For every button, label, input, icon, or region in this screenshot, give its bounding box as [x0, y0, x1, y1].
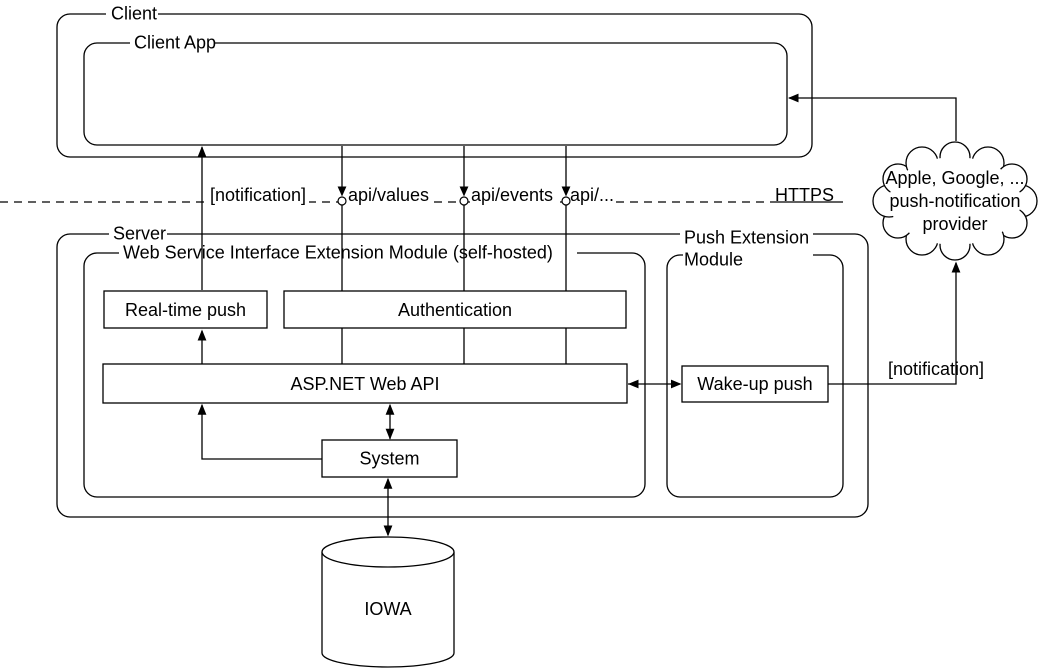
push-extension-label-gap-1	[680, 228, 813, 245]
containers	[56, 13, 869, 518]
push-provider-cloud	[872, 141, 1038, 261]
push-notification-label: [notification]	[888, 359, 984, 379]
client-label: Client	[111, 4, 157, 24]
arrow-up-asp-bottom	[385, 403, 395, 415]
arrow-up-asp-from-system	[197, 403, 207, 415]
arrow-down-api-more	[561, 186, 571, 197]
wire-system-to-asp-elbow	[201, 405, 322, 460]
iowa-database-cylinder	[321, 536, 455, 668]
client-label-gap	[106, 7, 158, 21]
cloud-label-line2: push-notification	[889, 191, 1020, 211]
notification-boundary-label: [notification]	[210, 185, 306, 205]
arrow-down-iowa-top	[383, 525, 393, 537]
cylinder-top	[321, 536, 455, 568]
arrow-down-api-values	[337, 186, 347, 197]
api-more-label-gap	[569, 194, 616, 205]
labels: Client Client App Server Web Service Int…	[111, 4, 1025, 620]
api-values-label-gap	[347, 194, 432, 205]
cloud-label-line3: provider	[922, 214, 987, 234]
server-label: Server	[113, 224, 166, 244]
client-app-label-gap	[130, 36, 215, 50]
lollipop-api-more	[561, 196, 571, 206]
client-app-container	[83, 42, 788, 146]
aspnet-web-api-label: ASP.NET Web API	[290, 374, 439, 394]
arrow-up-realtime-push	[197, 329, 207, 341]
push-extension-label-line1: Push Extension	[684, 228, 809, 248]
arrow-up-cloud-bottom	[951, 261, 961, 273]
arrow-right-wakeup-left	[671, 379, 682, 389]
interface-lollipops	[337, 196, 571, 206]
label-gap-patches	[106, 7, 813, 267]
api-events-label-gap	[470, 194, 559, 205]
arrow-down-api-events	[459, 186, 469, 197]
arrow-up-system-bottom	[383, 477, 393, 489]
notification-label-gap	[206, 194, 309, 205]
https-label: HTTPS	[775, 185, 834, 205]
wire-wakeup-to-cloud	[828, 263, 957, 385]
wakeup-push-box	[681, 365, 829, 403]
realtime-push-label: Real-time push	[125, 300, 246, 320]
iowa-label: IOWA	[364, 599, 411, 619]
client-app-label: Client App	[134, 33, 216, 53]
lollipop-api-values	[337, 196, 347, 206]
arrowheads	[197, 93, 961, 537]
push-extension-label-line2: Module	[684, 250, 743, 270]
arrow-down-system-top	[385, 428, 395, 440]
web-service-module-label-gap	[119, 246, 577, 261]
api-more-label: api/...	[570, 185, 614, 205]
authentication-box	[283, 290, 627, 329]
system-label: System	[359, 449, 419, 469]
cloud-interior	[889, 157, 1021, 245]
cloud-label-line1: Apple, Google, ...	[885, 168, 1024, 188]
push-extension-label-gap-2	[683, 251, 813, 267]
realtime-push-box	[103, 290, 268, 329]
aspnet-web-api-box	[102, 363, 628, 404]
system-box	[321, 439, 458, 478]
wakeup-push-label: Wake-up push	[697, 374, 812, 394]
component-boxes	[102, 290, 829, 478]
api-events-label: api/events	[471, 185, 553, 205]
authentication-label: Authentication	[398, 300, 512, 320]
cylinder-body	[321, 552, 455, 668]
lollipop-api-events	[459, 196, 469, 206]
wire-cloud-to-client-app	[789, 97, 957, 141]
server-label-gap	[109, 227, 167, 241]
arrow-up-client-app	[197, 146, 207, 157]
arrow-left-asp-right	[628, 379, 639, 389]
client-container	[56, 13, 813, 158]
arrow-left-client-app-right	[788, 93, 799, 103]
web-service-module-label: Web Service Interface Extension Module (…	[123, 243, 553, 263]
api-values-label: api/values	[348, 185, 429, 205]
server-container	[56, 233, 869, 518]
